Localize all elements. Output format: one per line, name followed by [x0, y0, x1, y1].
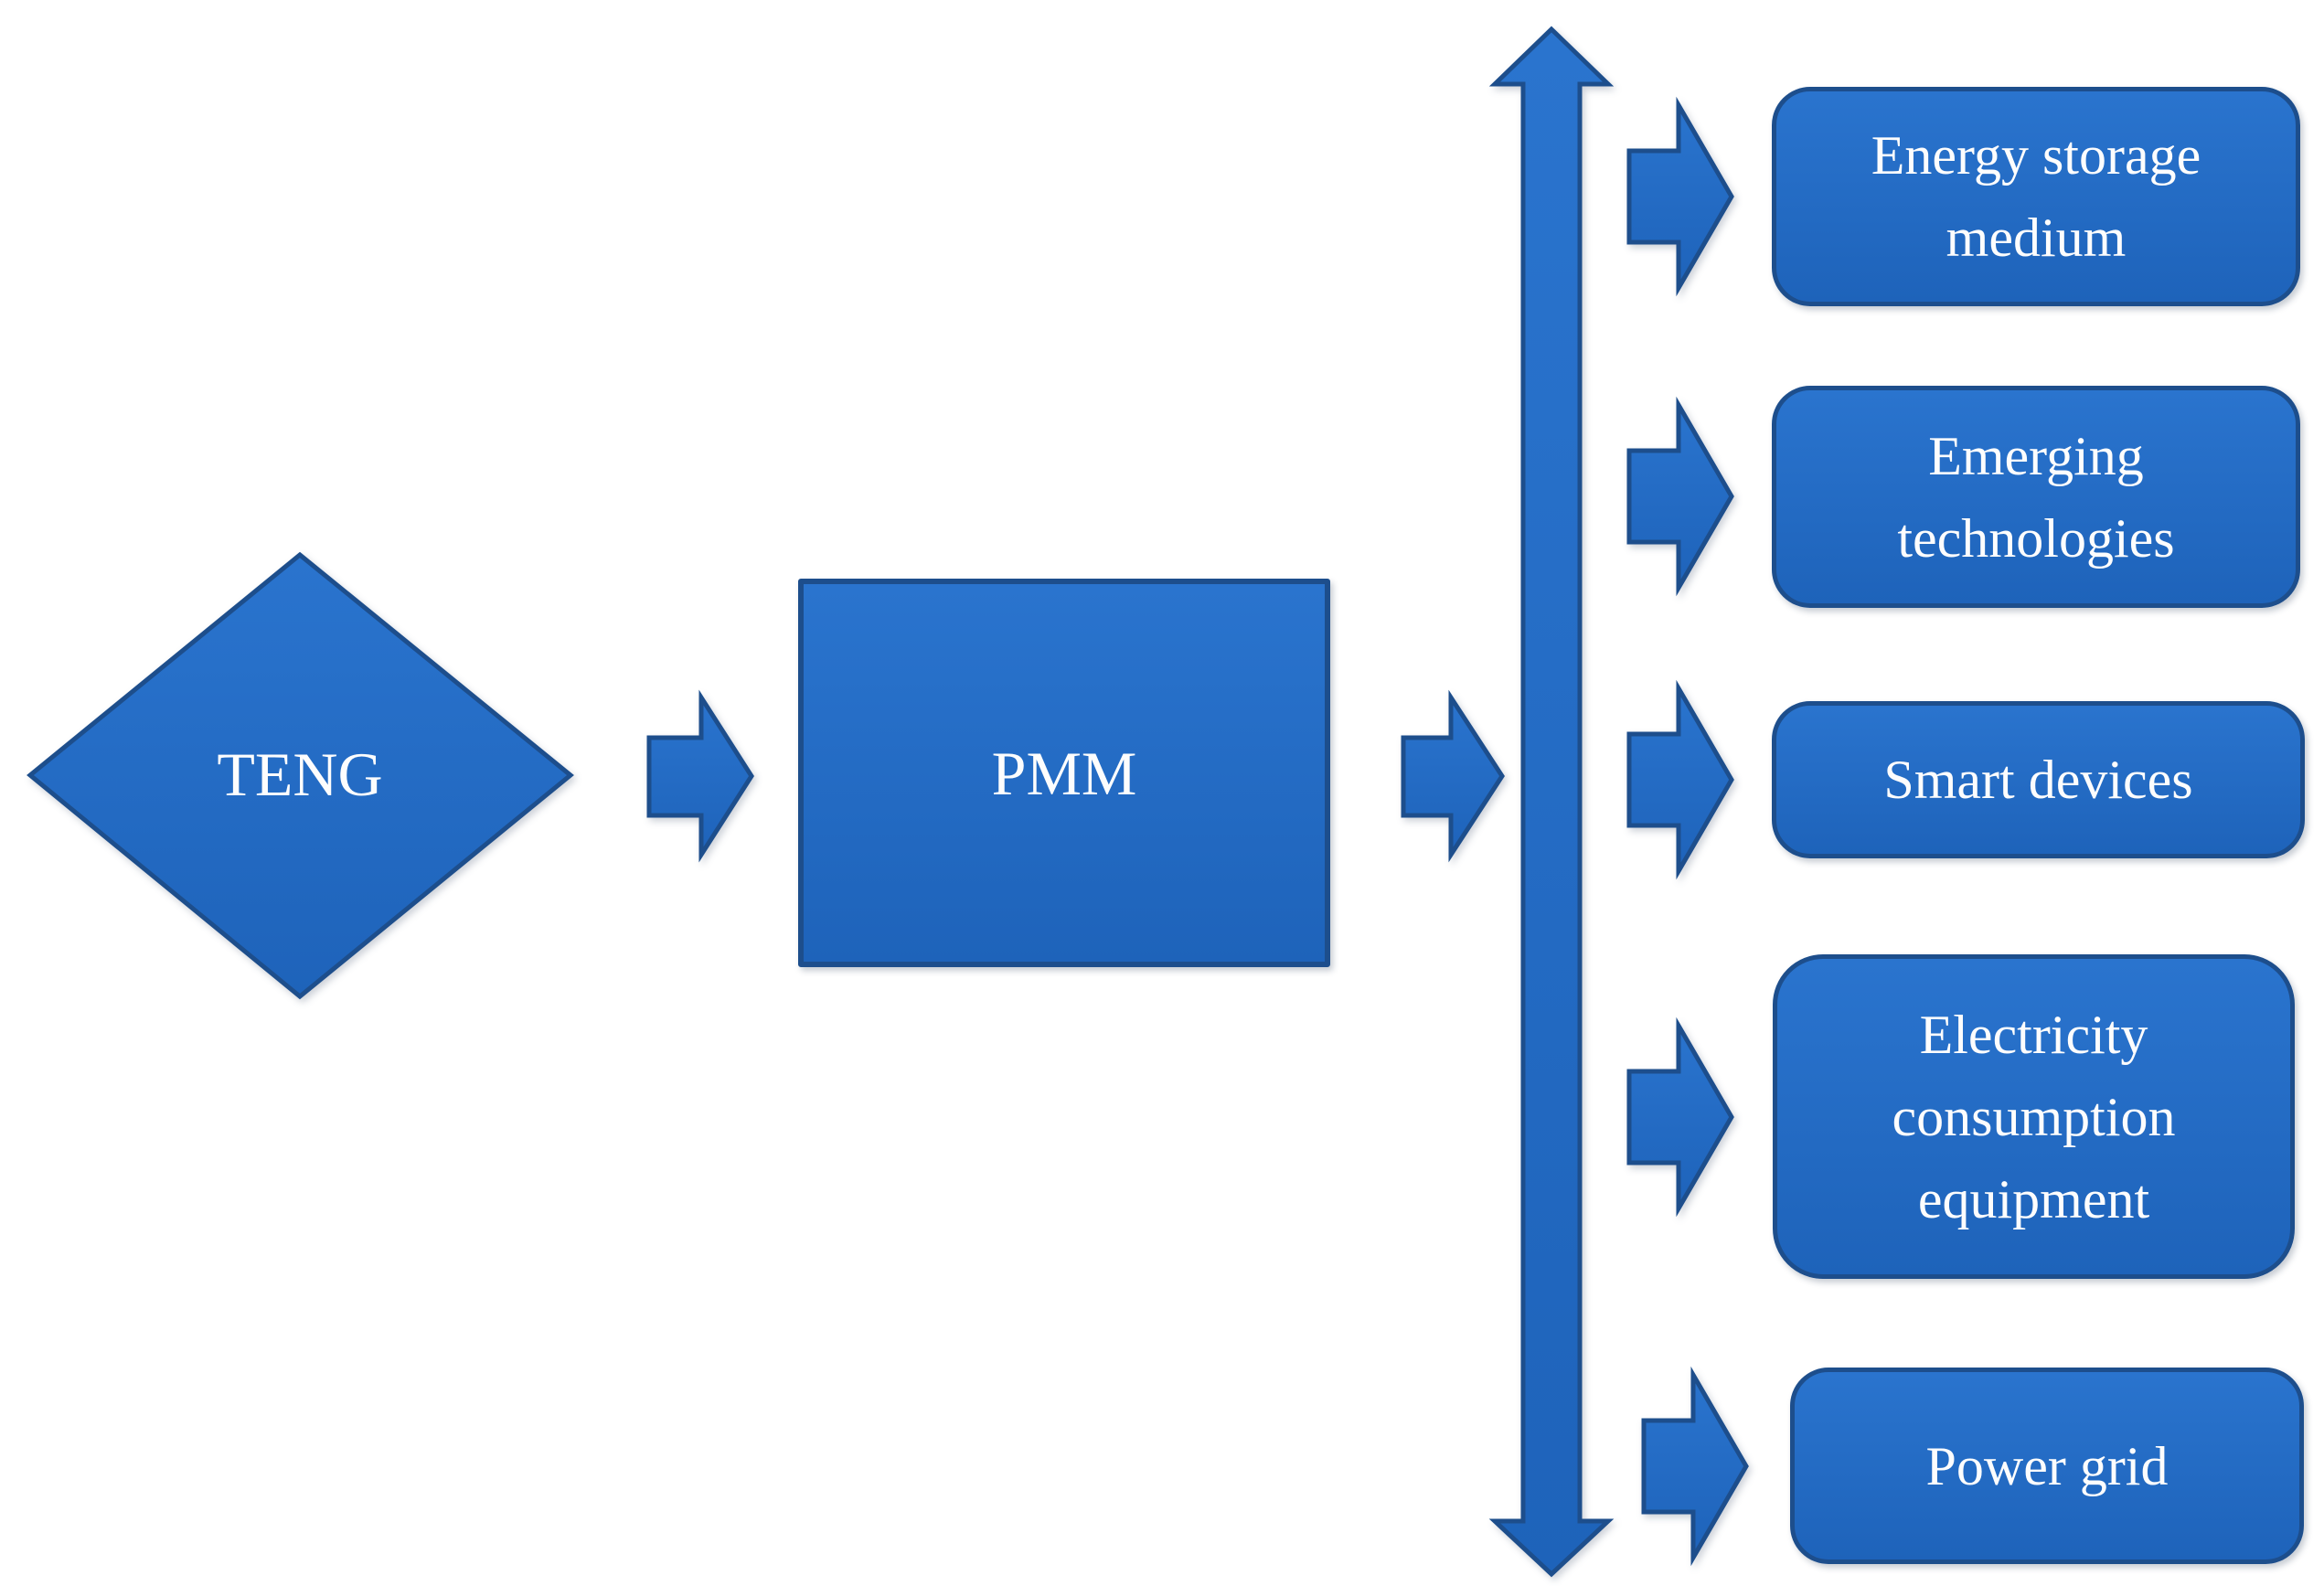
- output-label: Emerging technologies: [1897, 425, 2175, 569]
- output-label: Power grid: [1925, 1435, 2169, 1496]
- output-label: Electricity consumption equipment: [1892, 1004, 2176, 1229]
- output-box-electricity-consumption-equipment: Electricity consumption equipment: [1773, 954, 2295, 1279]
- teng-diamond-shape: [27, 551, 574, 1000]
- arrow-to-output-1-icon: [1626, 96, 1734, 297]
- output-label: Energy storage medium: [1871, 125, 2201, 268]
- arrow-manager-to-bus-icon: [1401, 689, 1505, 863]
- output-box-smart-devices: Smart devices: [1772, 701, 2305, 858]
- arrow-to-output-2-icon: [1626, 396, 1734, 597]
- pmm-node: PMM: [798, 579, 1330, 967]
- arrow-source-to-manager-icon: [646, 689, 754, 863]
- output-box-power-grid: Power grid: [1790, 1368, 2304, 1564]
- arrow-to-output-5-icon: [1641, 1366, 1749, 1567]
- output-label: Smart devices: [1883, 750, 2193, 810]
- output-box-energy-storage-medium: Energy storage medium: [1772, 87, 2300, 306]
- pmm-label-text: PMM: [991, 738, 1137, 808]
- arrow-to-output-3-icon: [1626, 679, 1734, 880]
- bus-double-arrow-icon: [1488, 26, 1615, 1578]
- arrow-to-output-4-icon: [1626, 1017, 1734, 1218]
- output-box-emerging-technologies: Emerging technologies: [1772, 386, 2300, 608]
